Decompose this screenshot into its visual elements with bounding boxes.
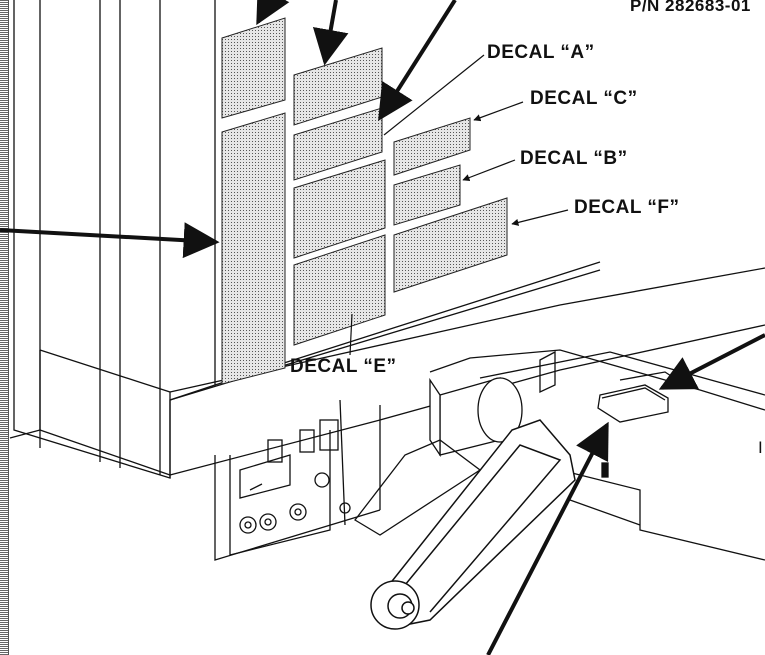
decal-panel-decal-e: [293, 234, 386, 346]
decal-e-label: DECAL “E”: [290, 356, 397, 377]
decal-b-label: DECAL “B”: [520, 148, 628, 169]
decal-a-label: DECAL “A”: [487, 42, 595, 63]
leader-decal-c: [473, 101, 524, 122]
motor: [429, 377, 523, 458]
part-number-label: P/N 282683-01: [630, 0, 751, 15]
decal-panel-decal-a: [293, 107, 383, 181]
arrow-top-diagonal: [378, 0, 457, 122]
control-panel: [229, 399, 482, 556]
leader-decal-b: [462, 159, 516, 182]
caster-arm: [370, 419, 576, 630]
arrow-right-top: [658, 333, 765, 390]
right-edge-fragment: I: [758, 438, 764, 457]
decal-f-label: DECAL “F”: [574, 197, 680, 218]
decal-panel-left-large: [221, 112, 286, 385]
leader-decal-f: [511, 209, 569, 226]
decal-panel-decal-b: [393, 164, 461, 226]
left-page-border: [0, 0, 9, 655]
decal-panel-top-left: [221, 17, 286, 119]
arrow-top-left: [256, 0, 290, 26]
leader-decal-e: [349, 313, 353, 356]
decal-panel-decal-f: [393, 197, 508, 293]
decal-panel-middle: [293, 159, 386, 259]
arrow-left: [0, 222, 220, 259]
decal-panel-decal-c: [393, 117, 471, 176]
leader-lines: [349, 54, 569, 356]
decal-panels: [221, 17, 508, 385]
decal-c-label: DECAL “C”: [530, 88, 638, 109]
base-ledge: [9, 267, 765, 561]
conveyor-assembly: [429, 349, 765, 561]
arrow-bottom: [486, 421, 609, 655]
arrow-top-middle: [312, 0, 349, 66]
leader-decal-a: [383, 54, 485, 136]
